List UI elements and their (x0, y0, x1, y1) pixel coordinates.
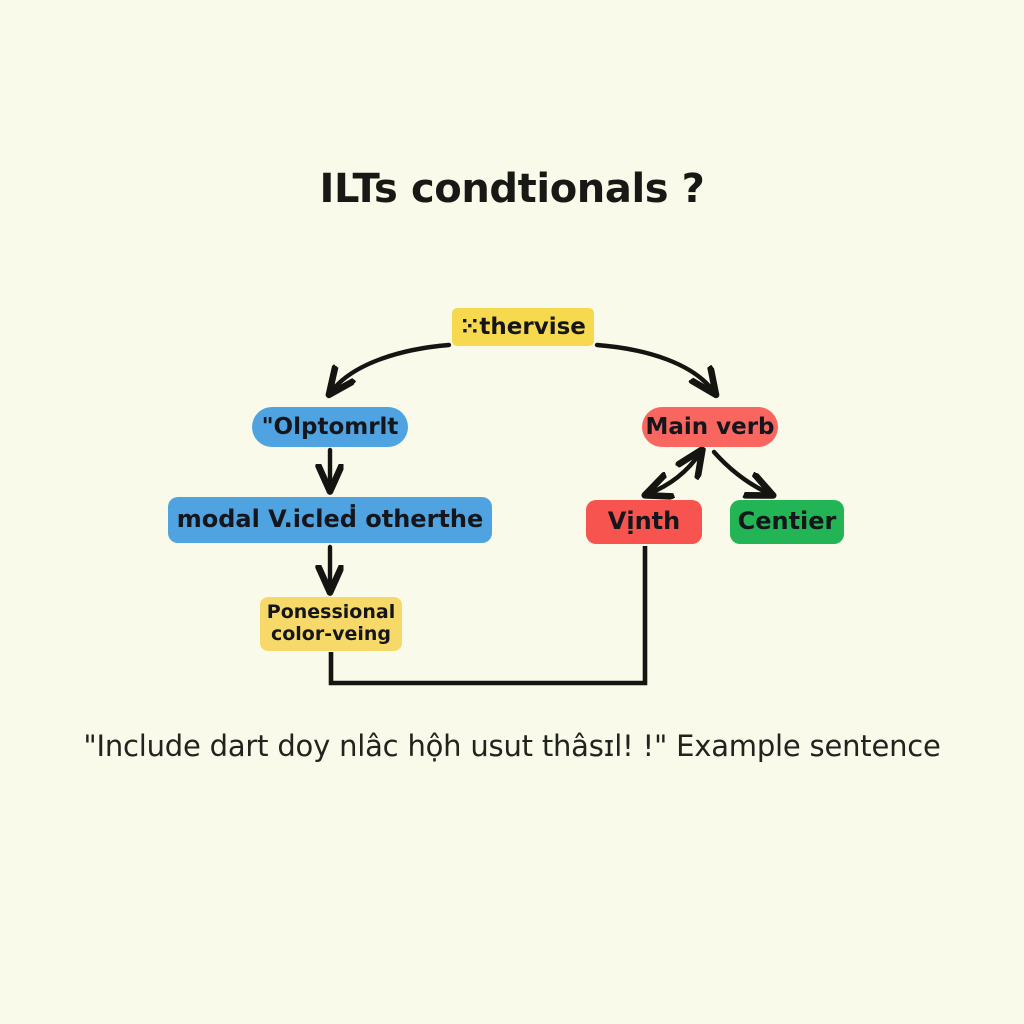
node-modal[interactable]: modal V.icleḋ otherthe (168, 497, 492, 543)
arrow-otherwise-to-option (331, 342, 452, 392)
caption-text: "Include dart doy nlâc hộh usut thâsɪl! … (83, 729, 941, 763)
node-vinth[interactable]: Vịnth (586, 500, 702, 544)
node-color-veing[interactable]: Ponessional color-veing (260, 597, 402, 651)
arrow-main-verb-to-vinth (648, 453, 700, 494)
node-otherwise[interactable]: ⁙thervise (452, 308, 594, 346)
node-main-verb[interactable]: Main verb (642, 407, 778, 447)
node-center[interactable]: Centier (730, 500, 844, 544)
page-title: ILTs condtionals ? (319, 166, 705, 212)
node-option[interactable]: "Olptomrlt (252, 407, 408, 447)
arrow-otherwise-to-main-verb (594, 342, 714, 392)
arrow-main-verb-to-center (711, 449, 770, 494)
